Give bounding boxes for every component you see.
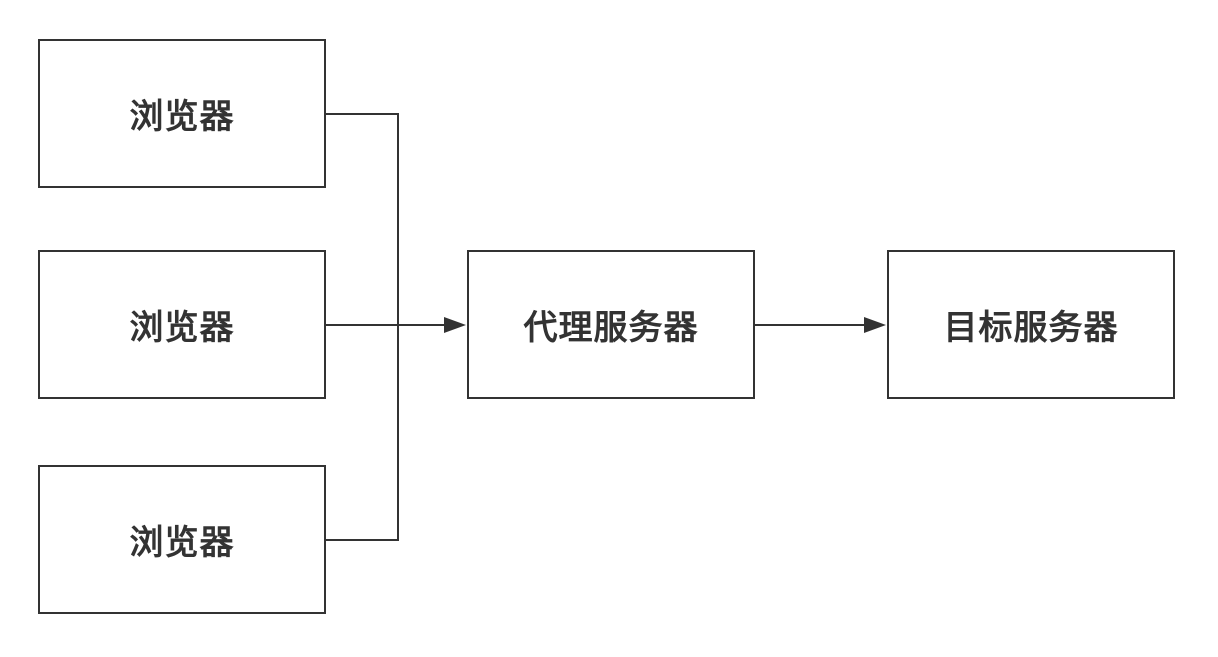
- arrowhead-to-proxy: [444, 317, 466, 333]
- edge-browser-3-to-trunk: [326, 325, 399, 541]
- proxy-server-node: 代理服务器: [467, 250, 755, 399]
- proxy-server-label: 代理服务器: [523, 308, 699, 348]
- browser-node-2-label: 浏览器: [129, 308, 235, 348]
- target-server-label: 目标服务器: [943, 308, 1119, 348]
- browser-node-1-label: 浏览器: [129, 97, 235, 137]
- edge-browser-1-to-trunk: [326, 113, 399, 325]
- browser-node-1: 浏览器: [38, 39, 326, 188]
- target-server-node: 目标服务器: [887, 250, 1175, 399]
- browser-node-3-label: 浏览器: [129, 523, 235, 563]
- browser-node-2: 浏览器: [38, 250, 326, 399]
- arrowhead-to-target: [864, 317, 886, 333]
- browser-node-3: 浏览器: [38, 465, 326, 614]
